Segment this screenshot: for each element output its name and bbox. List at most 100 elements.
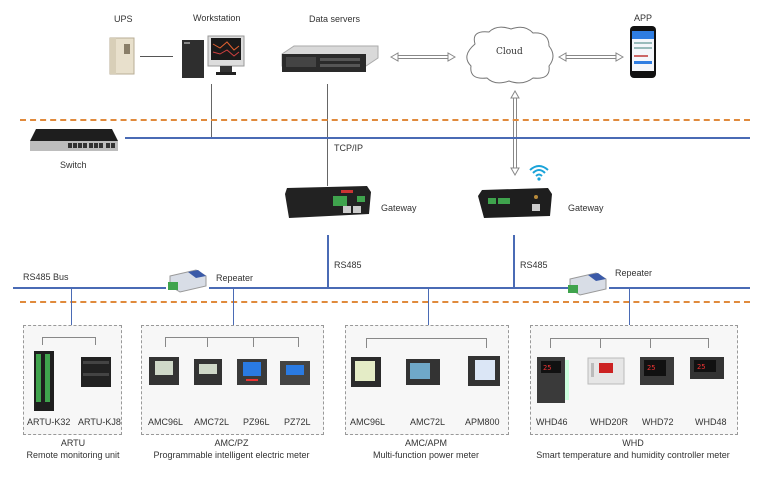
group-subtitle: Multi-function power meter <box>372 450 480 460</box>
whd-bracket <box>550 338 709 339</box>
group-subtitle: Remote monitoring unit <box>26 450 120 460</box>
group-title: AMC/APM <box>404 438 447 448</box>
svg-text:25: 25 <box>647 364 655 372</box>
amc72l-device <box>193 358 223 386</box>
bracket-tick <box>708 338 709 348</box>
group-amc-apm-caption: AMC/APM Multi-function power meter <box>345 437 507 461</box>
tier-separator-top <box>20 119 750 121</box>
repeater-left-label: Repeater <box>216 273 254 283</box>
device-label: AMC96L <box>148 417 184 427</box>
server-uplink <box>327 84 328 186</box>
rs485-drop-left <box>327 235 329 289</box>
amc-pz-bracket <box>165 337 299 338</box>
switch-label: Switch <box>60 160 87 170</box>
device-label: ARTU-K32 <box>27 417 71 427</box>
cloud-app-arrow <box>558 52 624 62</box>
drop-amc-apm <box>428 289 429 326</box>
ups-device <box>108 36 136 76</box>
bracket-tick <box>600 338 601 348</box>
amc-apm-bracket <box>366 338 487 339</box>
amc96l-apm-device <box>350 356 382 388</box>
device-label: AMC72L <box>194 417 230 427</box>
group-subtitle: Smart temperature and humidity controlle… <box>536 450 730 460</box>
switch-device <box>28 127 120 155</box>
group-title: ARTU <box>60 438 86 448</box>
workstation-uplink <box>211 84 212 138</box>
device-label: WHD20R <box>590 417 629 427</box>
rs485-bus-segment-1 <box>13 287 166 289</box>
gateway-wired-label: Gateway <box>381 203 417 213</box>
group-whd-caption: WHD Smart temperature and humidity contr… <box>510 437 756 461</box>
bracket-tick <box>165 337 166 347</box>
bracket-tick <box>366 338 367 348</box>
device-label: WHD72 <box>642 417 674 427</box>
ups-label: UPS <box>114 14 133 24</box>
rs485-bus-segment-2 <box>209 287 569 289</box>
svg-text:25: 25 <box>543 364 551 372</box>
app-phone-device <box>629 25 657 79</box>
drop-whd <box>629 289 630 326</box>
gateway-wireless-label: Gateway <box>568 203 604 213</box>
wifi-icon <box>528 163 550 181</box>
repeater-right-label: Repeater <box>615 268 653 278</box>
bracket-tick <box>486 338 487 348</box>
artu-k32-device <box>33 350 55 412</box>
repeater-left-device <box>166 268 208 294</box>
cloud-icon <box>461 24 557 86</box>
group-subtitle: Programmable intelligent electric meter <box>153 450 310 460</box>
group-artu-caption: ARTU Remote monitoring unit <box>13 437 133 461</box>
drop-artu <box>71 289 72 326</box>
data-servers-label: Data servers <box>309 14 361 24</box>
workstation-label: Workstation <box>193 13 241 23</box>
rs485-right-label: RS485 <box>520 260 548 270</box>
device-label: PZ72L <box>284 417 311 427</box>
data-server-device <box>280 44 380 74</box>
rs485-bus-segment-3 <box>609 287 750 289</box>
amc72l-apm-device <box>405 358 441 386</box>
whd48-device: 25 <box>689 356 725 380</box>
whd72-device: 25 <box>639 356 675 386</box>
device-label: WHD46 <box>536 417 568 427</box>
server-cloud-arrow <box>390 52 456 62</box>
pz72l-device <box>279 360 311 386</box>
group-title: WHD <box>622 438 644 448</box>
rs485-left-label: RS485 <box>334 260 362 270</box>
repeater-right-device <box>566 271 608 297</box>
device-label: AMC96L <box>350 417 386 427</box>
artu-bracket-left <box>42 337 43 345</box>
device-label: AMC72L <box>410 417 446 427</box>
bracket-tick <box>207 337 208 347</box>
pz96l-device <box>236 358 268 386</box>
amc96l-device <box>148 356 180 386</box>
drop-amc-pz <box>233 289 234 326</box>
bracket-tick <box>550 338 551 348</box>
ups-workstation-link <box>140 56 173 57</box>
group-amc-pz-caption: AMC/PZ Programmable intelligent electric… <box>141 437 322 461</box>
whd20r-device <box>587 357 625 385</box>
gateway-wireless-device <box>476 186 554 222</box>
cloud-label: Cloud <box>496 47 523 57</box>
svg-text:25: 25 <box>697 363 705 371</box>
group-title: AMC/PZ <box>214 438 249 448</box>
device-label: APM800 <box>465 417 500 427</box>
device-label: PZ96L <box>243 417 270 427</box>
tcpip-label: TCP/IP <box>334 143 364 153</box>
device-label: WHD48 <box>695 417 727 427</box>
cloud-gateway-arrow <box>510 90 520 176</box>
bracket-tick <box>650 338 651 348</box>
tier-separator-bottom <box>20 301 750 303</box>
bracket-tick <box>298 337 299 347</box>
ethernet-backbone <box>125 137 750 139</box>
artu-kj8-device <box>79 353 113 391</box>
app-label: APP <box>634 13 653 23</box>
workstation-device <box>180 34 246 80</box>
apm800-device <box>467 355 501 387</box>
gateway-wired-device <box>283 184 373 220</box>
device-label: ARTU-KJ8 <box>78 417 121 427</box>
artu-bracket <box>42 337 96 338</box>
bracket-tick <box>253 337 254 347</box>
rs485-bus-label: RS485 Bus <box>23 272 69 282</box>
artu-bracket-right <box>95 337 96 345</box>
rs485-drop-right <box>513 235 515 289</box>
whd46-device: 25 <box>536 356 570 404</box>
